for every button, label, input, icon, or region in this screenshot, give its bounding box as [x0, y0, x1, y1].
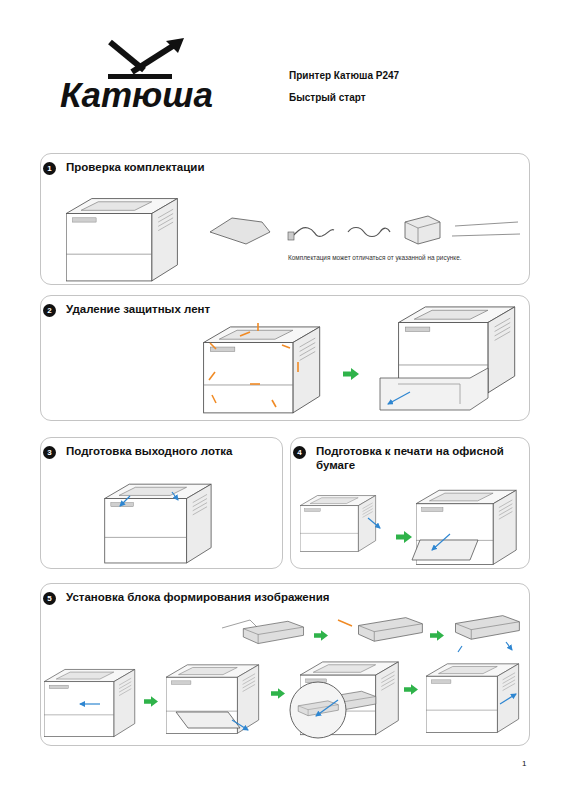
section-heading: Удаление защитных лент [66, 302, 516, 316]
open-tray [380, 368, 488, 410]
logo-symbol [108, 38, 184, 79]
zoom-circle [290, 682, 346, 738]
printer-picture [105, 484, 211, 563]
usb-cable-picture [348, 228, 390, 237]
blue-arrow [368, 518, 380, 528]
green-arrow [271, 688, 285, 699]
rear-flap [412, 540, 478, 560]
tape [250, 383, 260, 385]
section-heading: Проверка комплектации [66, 160, 516, 174]
green-arrow [343, 368, 359, 380]
printer-picture [44, 669, 135, 736]
tape [282, 345, 290, 348]
green-arrow [396, 531, 412, 543]
cover-picture [210, 218, 270, 244]
callout-number: 1 [43, 162, 56, 175]
logo-arrow [132, 44, 176, 72]
document-title: Принтер Катюша P247 [289, 70, 399, 81]
blue-arrow [458, 642, 512, 652]
note: Комплектация может отличаться от указанн… [288, 254, 462, 261]
green-arrow [314, 630, 328, 641]
green-arrow [404, 684, 418, 695]
step-number: 3 [43, 446, 56, 459]
callout-number: 2 [43, 304, 56, 317]
blue-arrow [388, 392, 410, 404]
step-number: 5 [43, 592, 56, 605]
tape [338, 620, 352, 626]
page-number: 1 [522, 760, 526, 769]
logo-arrow-head [166, 38, 184, 53]
tape [210, 343, 216, 349]
blue-arrow [316, 700, 338, 716]
printer-picture [426, 664, 519, 733]
green-arrow [144, 696, 158, 707]
step-number: 1 [43, 162, 56, 175]
step-section: Проверка комплектации 1 [40, 153, 530, 285]
plug-picture [288, 232, 294, 240]
printer-picture [204, 327, 320, 413]
printer-picture [66, 199, 177, 281]
blue-arrow [172, 492, 178, 500]
front-cover-open [176, 712, 240, 728]
blue-arrow [432, 534, 450, 550]
section-heading: Установка блока формирования изображения [66, 590, 516, 604]
tape [257, 323, 259, 331]
printer-back-picture [300, 496, 376, 552]
step-section: Подготовка выходного лотка 3 [40, 437, 283, 569]
step-number: 4 [293, 446, 306, 459]
tape [209, 372, 215, 380]
tape [272, 400, 276, 407]
callout-number: 5 [43, 592, 56, 605]
blue-arrow [120, 496, 130, 506]
tape [240, 332, 250, 336]
step-section: Удаление защитных лент 2 [40, 295, 530, 421]
box-edge [405, 222, 440, 244]
blue-arrow [232, 720, 248, 730]
green-arrow [430, 630, 444, 641]
cartridge-picture [359, 618, 423, 642]
section-heading: Подготовка к печати на офисной бумаге [316, 444, 516, 472]
power-cord-picture [290, 228, 334, 238]
step-number: 2 [43, 304, 56, 317]
section-heading: Подготовка выходного лотка [66, 444, 269, 458]
logo-text: Катюша [60, 76, 213, 115]
protective-tapes [209, 323, 298, 407]
cartridge-picture [298, 701, 338, 716]
blue-arrow [500, 694, 516, 704]
subtitle: Быстрый старт [289, 92, 366, 103]
cartridge-picture [456, 616, 520, 640]
blue-arrow [80, 703, 100, 704]
printer-picture [166, 665, 259, 734]
tape [212, 395, 216, 403]
step-section: Установка блока формирования изображения… [40, 583, 530, 746]
callout-number: 3 [43, 446, 56, 459]
step-section: Подготовка к печати на офисной бумаге 4 [290, 437, 530, 569]
tape [297, 362, 299, 372]
cartridge-picture [243, 621, 303, 643]
documents-picture [452, 222, 520, 236]
cartridge-box-picture [405, 216, 440, 244]
callout-number: 4 [293, 446, 306, 459]
